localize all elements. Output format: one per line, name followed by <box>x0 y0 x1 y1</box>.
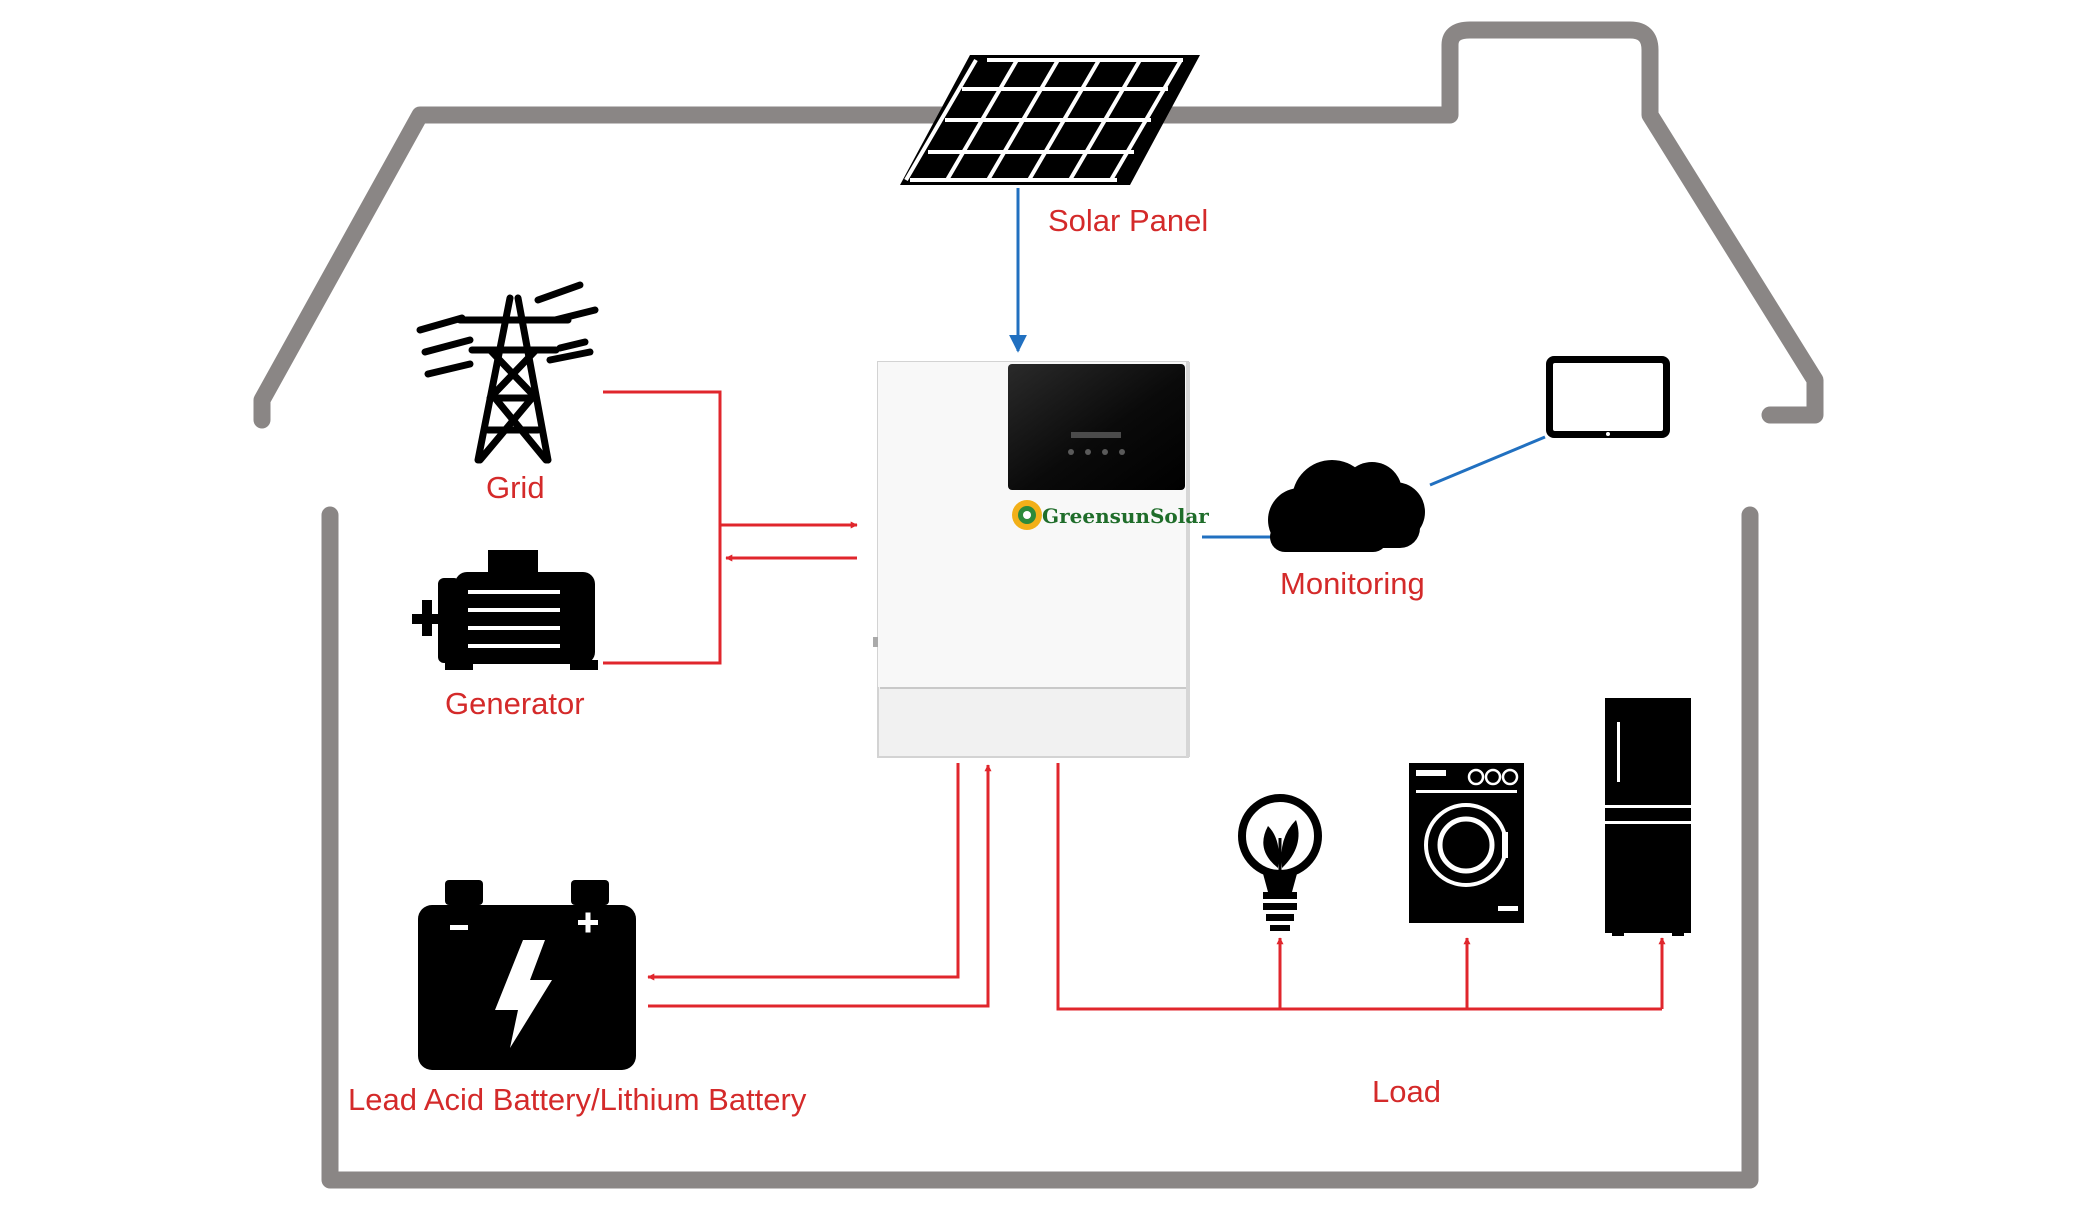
inverter-screen <box>1008 364 1185 490</box>
transmission-tower-icon <box>416 281 599 464</box>
monitoring-label: Monitoring <box>1280 566 1425 601</box>
generator-icon <box>412 550 598 670</box>
power-links <box>603 390 1666 1011</box>
data-links <box>1009 188 1546 539</box>
washing-machine-icon <box>1409 763 1524 923</box>
inverter <box>873 361 1190 758</box>
tablet-icon <box>1546 356 1670 438</box>
house-outline <box>253 21 1824 1189</box>
solar-panel-icon <box>900 55 1200 185</box>
refrigerator-icon <box>1605 698 1691 936</box>
light-bulb-icon <box>1238 794 1322 931</box>
inverter-brand: GreensunSolar <box>1042 504 1209 528</box>
solar-panel-label: Solar Panel <box>1048 203 1209 238</box>
battery-label: Lead Acid Battery/Lithium Battery <box>348 1082 807 1117</box>
cloud-icon <box>1268 460 1425 552</box>
grid-label: Grid <box>486 470 545 505</box>
sun-logo-icon <box>1012 500 1042 530</box>
generator-label: Generator <box>445 686 585 721</box>
battery-icon <box>418 880 636 1070</box>
load-label: Load <box>1372 1074 1441 1109</box>
